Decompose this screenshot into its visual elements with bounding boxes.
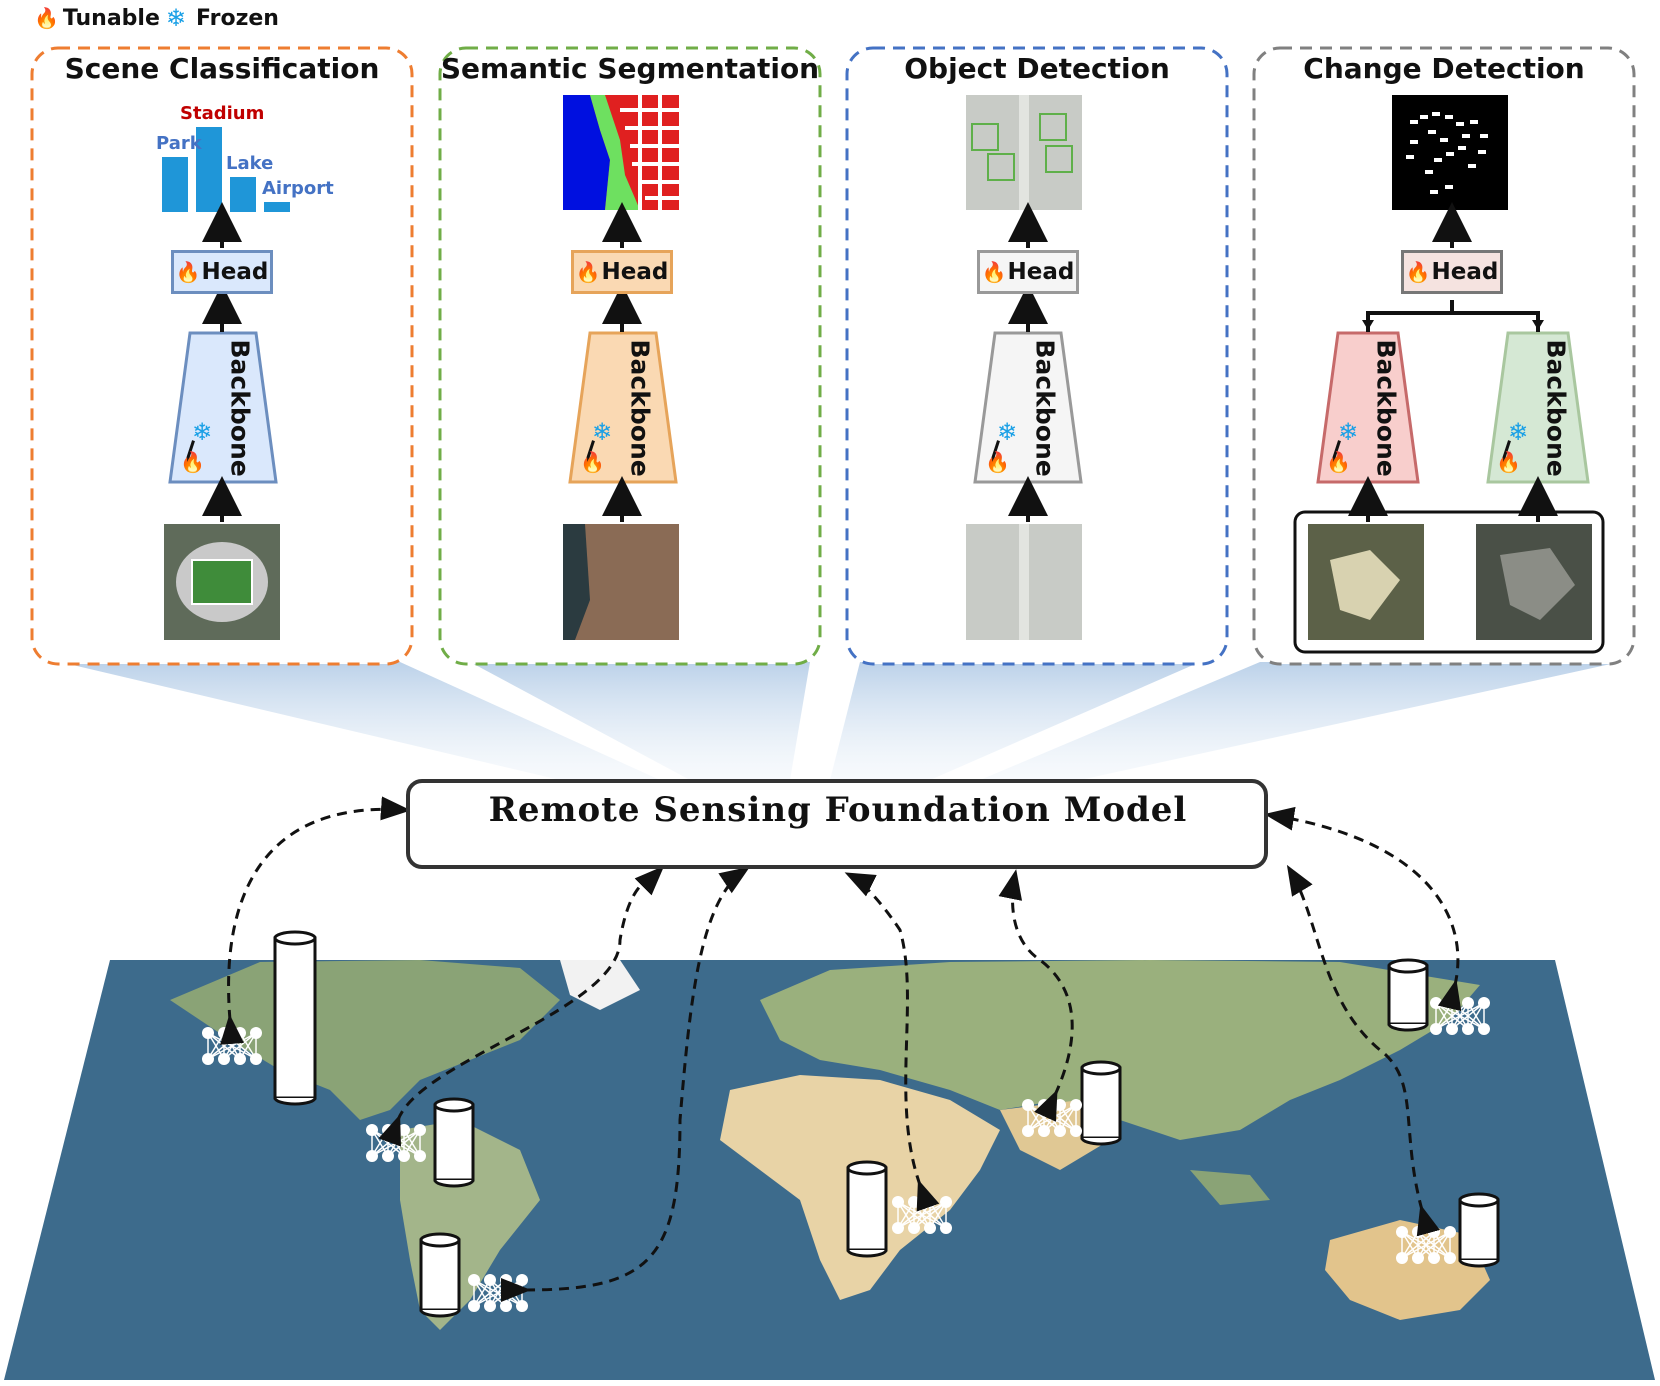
legend-frozen: Frozen bbox=[196, 5, 279, 31]
communication-arrows bbox=[220, 796, 1462, 1303]
snowflake-icon: ❄ bbox=[1338, 418, 1359, 446]
snowflake-icon: ❄ bbox=[165, 4, 186, 32]
bar-park bbox=[162, 157, 188, 212]
fire-icon: 🔥 bbox=[1326, 450, 1351, 474]
bar-label-stadium: Stadium bbox=[180, 103, 265, 124]
bar-label-airport: Airport bbox=[262, 178, 334, 199]
backbone-change-pre bbox=[1316, 331, 1420, 484]
bar-lake bbox=[230, 177, 256, 212]
bar-stadium bbox=[196, 127, 222, 212]
database-icon bbox=[1080, 1060, 1122, 1146]
backbone-label: Backbone bbox=[225, 339, 255, 477]
snowflake-icon: ❄ bbox=[997, 418, 1018, 446]
head-label: Head bbox=[201, 259, 269, 285]
snowflake-icon: ❄ bbox=[592, 418, 613, 446]
fire-icon: 🔥 bbox=[981, 260, 1007, 284]
pre-change-image bbox=[1308, 524, 1424, 640]
fire-icon: 🔥 bbox=[580, 450, 605, 474]
database-icon bbox=[1387, 958, 1429, 1032]
fire-icon: 🔥 bbox=[985, 450, 1010, 474]
fire-icon: 🔥 bbox=[575, 260, 601, 284]
detection-output bbox=[966, 95, 1082, 210]
backbones bbox=[168, 331, 1590, 484]
snowflake-icon: ❄ bbox=[192, 418, 213, 446]
head-label: Head bbox=[1007, 259, 1075, 285]
database-icon bbox=[273, 930, 317, 1106]
australia bbox=[1325, 1220, 1490, 1320]
projection-beams bbox=[60, 662, 1620, 780]
backbone-label: Backbone bbox=[1030, 339, 1060, 477]
airport-image bbox=[966, 524, 1082, 640]
input-images bbox=[164, 510, 1605, 654]
head-segmentation: 🔥Head bbox=[571, 250, 673, 294]
head-detection: 🔥Head bbox=[977, 250, 1079, 294]
fire-icon: 🔥 bbox=[34, 6, 59, 30]
post-change-image bbox=[1476, 524, 1592, 640]
scene-class-bars bbox=[162, 127, 290, 212]
backbone-segmentation bbox=[568, 331, 678, 484]
legend: 🔥 Tunable ❄ Frozen bbox=[34, 4, 279, 32]
fire-icon: 🔥 bbox=[1496, 450, 1521, 474]
bar-airport bbox=[264, 202, 290, 212]
backbone-label: Backbone bbox=[1371, 339, 1401, 477]
change-output bbox=[1392, 95, 1508, 210]
fire-icon: 🔥 bbox=[175, 260, 201, 284]
backbone-change-post bbox=[1486, 331, 1590, 484]
frozen-tunable-indicator: ❄🔥 bbox=[178, 418, 218, 482]
flow-arrows bbox=[202, 202, 1558, 522]
fire-icon: 🔥 bbox=[180, 450, 205, 474]
backbone-label: Backbone bbox=[1541, 339, 1571, 477]
south-east-asia bbox=[1190, 1170, 1270, 1205]
bar-label-park: Park bbox=[156, 133, 202, 154]
snowflake-icon: ❄ bbox=[1508, 418, 1529, 446]
stadium-image bbox=[164, 524, 280, 640]
bar-label-lake: Lake bbox=[226, 153, 274, 174]
frozen-tunable-indicator: ❄🔥 bbox=[1324, 418, 1364, 482]
head-label: Head bbox=[1431, 259, 1499, 285]
database-icon bbox=[1458, 1192, 1500, 1268]
fire-icon: 🔥 bbox=[1405, 260, 1431, 284]
head-change: 🔥Head bbox=[1401, 250, 1503, 294]
panel-title-change: Change Detection bbox=[1303, 52, 1585, 85]
foundation-model-box bbox=[406, 779, 1268, 869]
foundation-model-title: Remote Sensing Foundation Model bbox=[488, 790, 1188, 830]
backbone-detection bbox=[973, 331, 1083, 484]
segmentation-output bbox=[563, 95, 679, 210]
frozen-tunable-indicator: ❄🔥 bbox=[578, 418, 618, 482]
frozen-tunable-indicator: ❄🔥 bbox=[983, 418, 1023, 482]
database-icon bbox=[846, 1160, 888, 1258]
panel-title-scene: Scene Classification bbox=[64, 52, 380, 85]
residential-image bbox=[563, 524, 679, 640]
frozen-tunable-indicator: ❄🔥 bbox=[1494, 418, 1534, 482]
database-icon bbox=[419, 1232, 461, 1318]
legend-tunable: Tunable bbox=[62, 5, 160, 31]
head-label: Head bbox=[601, 259, 669, 285]
panel-title-segmentation: Semantic Segmentation bbox=[440, 52, 820, 85]
panel-title-detection: Object Detection bbox=[904, 52, 1170, 85]
image-pair-frame bbox=[1293, 510, 1605, 654]
head-scene: 🔥Head bbox=[171, 250, 273, 294]
backbone-label: Backbone bbox=[625, 339, 655, 477]
database-icon bbox=[433, 1097, 475, 1188]
backbone-scene bbox=[168, 331, 278, 484]
